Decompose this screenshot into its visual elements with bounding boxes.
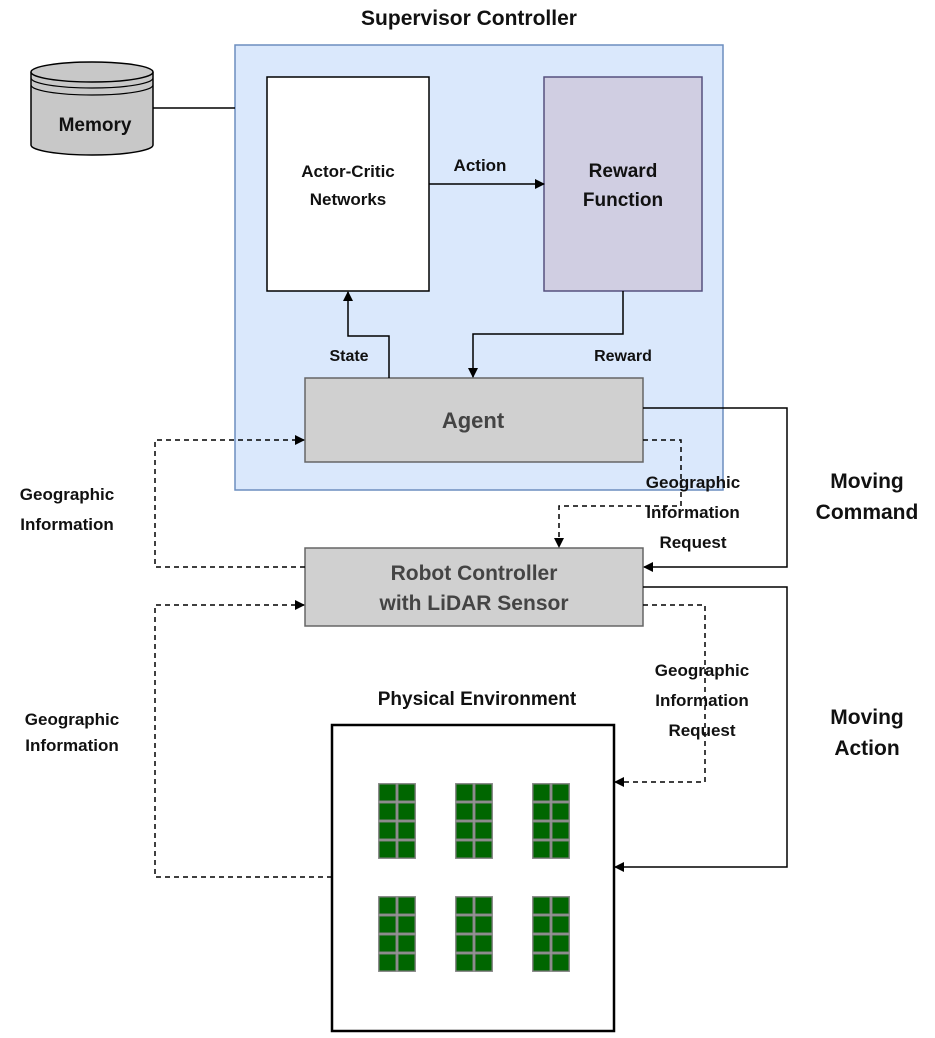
- shelf-cell: [551, 953, 570, 972]
- robot-controller-label-line1: Robot Controller: [391, 562, 558, 585]
- robot-controller-box: [304, 547, 644, 627]
- shelf-cell: [397, 840, 416, 859]
- geo-request-upper-label-line1: Geographic: [646, 473, 740, 492]
- moving-command-label-line1: Moving: [830, 470, 904, 493]
- shelf-cell: [455, 915, 474, 934]
- shelf-cell: [474, 896, 493, 915]
- supervisor-controller-title: Supervisor Controller: [361, 7, 577, 30]
- shelf-cell: [532, 896, 551, 915]
- reward-function-label-line2: Function: [583, 190, 663, 211]
- shelf-cell: [397, 953, 416, 972]
- geo-request-upper-arrow: [554, 439, 682, 548]
- shelf-cell: [551, 915, 570, 934]
- geo-info-upper-arrow: [154, 435, 305, 568]
- actor-critic-box: [266, 76, 430, 292]
- action-label: Action: [454, 156, 507, 175]
- shelf-unit: [532, 783, 570, 859]
- shelf-cell: [397, 915, 416, 934]
- shelf-cell: [551, 802, 570, 821]
- shelf-cell: [474, 821, 493, 840]
- shelf-cell: [455, 821, 474, 840]
- shelf-cell: [455, 953, 474, 972]
- shelf-cell: [474, 802, 493, 821]
- robot-controller-label-line2: with LiDAR Sensor: [378, 592, 568, 615]
- geo-request-upper-label-line2: Information: [646, 503, 740, 522]
- shelf-cell: [551, 934, 570, 953]
- shelf-cell: [474, 783, 493, 802]
- geo-request-lower-label-line3: Request: [668, 721, 735, 740]
- shelf-cell: [397, 934, 416, 953]
- shelf-cell: [378, 783, 397, 802]
- shelf-cell: [455, 802, 474, 821]
- moving-action-label-line1: Moving: [830, 706, 904, 729]
- shelf-unit: [378, 783, 416, 859]
- geo-request-lower-label-line2: Information: [655, 691, 749, 710]
- shelf-cell: [378, 840, 397, 859]
- shelf-cell: [532, 802, 551, 821]
- shelf-cell: [378, 953, 397, 972]
- moving-action-label-line2: Action: [834, 737, 899, 760]
- geo-info-upper-label-line2: Information: [20, 515, 114, 534]
- moving-action-arrow: [614, 586, 788, 872]
- shelf-cell: [397, 802, 416, 821]
- shelf-cell: [397, 821, 416, 840]
- reward-label: Reward: [594, 348, 652, 365]
- shelf-cell: [532, 953, 551, 972]
- shelf-cell: [378, 915, 397, 934]
- reward-function-label-line1: Reward: [589, 161, 658, 182]
- shelf-cell: [551, 896, 570, 915]
- shelf-unit: [378, 896, 416, 972]
- geo-info-upper-label-line1: Geographic: [20, 485, 114, 504]
- shelf-cell: [378, 896, 397, 915]
- actor-critic-label-line1: Actor-Critic: [301, 162, 395, 181]
- geo-info-lower-arrow: [154, 600, 332, 878]
- state-label: State: [329, 348, 368, 365]
- moving-command-arrow: [643, 407, 788, 572]
- geo-request-lower-label-line1: Geographic: [655, 661, 749, 680]
- geo-request-upper-label-line3: Request: [659, 533, 726, 552]
- shelf-cell: [551, 840, 570, 859]
- reward-function-box: [543, 76, 703, 292]
- shelf-cell: [551, 783, 570, 802]
- shelf-cell: [397, 783, 416, 802]
- geo-info-lower-label-line1: Geographic: [25, 710, 119, 729]
- shelf-cell: [532, 915, 551, 934]
- shelf-unit: [532, 896, 570, 972]
- shelf-cell: [474, 953, 493, 972]
- agent-label: Agent: [442, 408, 505, 433]
- moving-command-label-line2: Command: [816, 501, 919, 524]
- shelf-unit: [455, 783, 493, 859]
- shelf-cell: [474, 934, 493, 953]
- memory-label: Memory: [59, 115, 132, 136]
- shelf-cell: [378, 934, 397, 953]
- shelf-cell: [455, 896, 474, 915]
- shelf-cell: [455, 934, 474, 953]
- physical-environment-title: Physical Environment: [378, 689, 577, 710]
- shelf-unit: [455, 896, 493, 972]
- agent-box: [304, 377, 644, 463]
- shelf-cell: [455, 840, 474, 859]
- shelf-cell: [474, 915, 493, 934]
- shelf-cell: [532, 934, 551, 953]
- shelf-cell: [455, 783, 474, 802]
- geo-info-lower-label-line2: Information: [25, 736, 119, 755]
- shelf-cell: [397, 896, 416, 915]
- physical-environment-box: [330, 723, 616, 1033]
- shelf-cell: [474, 840, 493, 859]
- shelf-cell: [532, 783, 551, 802]
- shelf-cell: [378, 802, 397, 821]
- shelf-cell: [532, 821, 551, 840]
- geo-request-lower-arrow: [614, 604, 706, 787]
- reward-arrow: [468, 291, 624, 378]
- shelf-grid: [378, 783, 570, 972]
- shelf-cell: [551, 821, 570, 840]
- actor-critic-label-line2: Networks: [310, 190, 387, 209]
- memory-cylinder: [30, 61, 154, 156]
- shelf-cell: [532, 840, 551, 859]
- shelf-cell: [378, 821, 397, 840]
- state-arrow: [343, 291, 390, 378]
